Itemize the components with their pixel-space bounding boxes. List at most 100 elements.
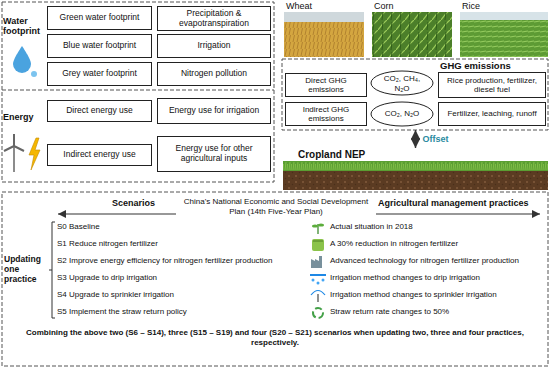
drip-icon bbox=[322, 279, 325, 282]
process-box: Energy use for other agricultural inputs bbox=[157, 136, 271, 172]
water-drop-icon bbox=[31, 71, 37, 77]
recycle-icon bbox=[313, 308, 323, 318]
seedling-icon bbox=[312, 224, 318, 227]
rice-photo bbox=[460, 12, 548, 57]
process-box: Energy use for irrigation bbox=[157, 98, 271, 124]
box-text: Irrigation bbox=[197, 41, 230, 51]
bracket bbox=[49, 222, 55, 318]
soil-strip bbox=[283, 171, 548, 190]
practice-item: Irrigation method changes to sprinkler i… bbox=[330, 290, 546, 300]
wheat-photo bbox=[284, 22, 364, 57]
corn-photo bbox=[372, 12, 452, 57]
sprinkler-icon bbox=[311, 291, 325, 296]
scenario-item: S1 Reduce nitrogen fertilizer bbox=[57, 239, 306, 249]
box-text: Energy use for irrigation bbox=[169, 106, 259, 116]
ellipse-outline bbox=[371, 71, 433, 95]
panel-divider bbox=[2, 90, 274, 91]
process-box: Irrigation bbox=[157, 34, 271, 58]
process-box: Grey water footprint bbox=[47, 62, 152, 86]
cropland-band: Cropland NEP bbox=[283, 148, 548, 190]
group-label: Updating one practice bbox=[4, 254, 50, 285]
box-text: Indirect energy use bbox=[63, 150, 135, 160]
process-box: Precipitation & evapotranspiration bbox=[157, 6, 271, 31]
plan-note: China's National Economic and Social Dev… bbox=[177, 197, 375, 216]
box-text: Indirect GHG emissions bbox=[289, 105, 363, 123]
fertilizer-icon bbox=[313, 241, 323, 242]
box-text: Nitrogen pollution bbox=[181, 69, 247, 79]
crop-label: Rice bbox=[462, 1, 546, 12]
band-heading: Cropland NEP bbox=[298, 149, 418, 161]
box-text: Blue water footprint bbox=[63, 41, 136, 51]
lightning-icon bbox=[29, 138, 40, 170]
scenario-item: S2 Improve energy efficiency for nitroge… bbox=[57, 256, 306, 266]
wheat-photo bbox=[284, 12, 364, 57]
box-text: Grey water footprint bbox=[62, 69, 137, 79]
box-text: Precipitation & evapotranspiration bbox=[161, 9, 267, 29]
water-drop-icon bbox=[13, 46, 31, 73]
scenario-item: S4 Upgrade to sprinkler irrigation bbox=[57, 290, 306, 300]
practice-item: Straw return rate changes to 50% bbox=[330, 307, 546, 317]
corn-photo bbox=[372, 12, 452, 57]
grass-strip bbox=[283, 161, 548, 171]
box-text: Rice production, fertilizer, diesel fuel bbox=[442, 76, 542, 94]
grass-strip bbox=[283, 161, 548, 171]
soil-strip bbox=[283, 171, 548, 190]
process-box: Indirect GHG emissions bbox=[285, 102, 367, 126]
section-heading: Scenarios bbox=[112, 198, 174, 209]
section-heading: GHG emissions bbox=[440, 61, 544, 72]
scenario-item: S3 Upgrade to drip irrigation bbox=[57, 273, 306, 283]
section-heading: Agricultural management practices bbox=[378, 198, 546, 209]
sprinkler-icon bbox=[317, 294, 318, 302]
box-text: Energy use for other agricultural inputs bbox=[161, 144, 267, 164]
crop-label: Wheat bbox=[286, 1, 362, 12]
edge-label: Offset bbox=[421, 134, 451, 145]
panel-outline bbox=[2, 2, 274, 182]
offset-arrow bbox=[415, 130, 416, 148]
practice-item: A 30% reduction in nitrogen fertilizer bbox=[330, 239, 546, 249]
gas-ellipse: CO₂, CH₄, N₂O bbox=[370, 70, 434, 97]
drip-icon bbox=[310, 274, 326, 276]
section-heading: Energy bbox=[3, 112, 47, 122]
section-panel: Direct energy use Energy use for irrigati… bbox=[2, 90, 274, 182]
process-box: Rice production, fertilizer, diesel fuel bbox=[438, 72, 546, 98]
header-arrow bbox=[58, 213, 176, 214]
header-arrow bbox=[376, 213, 540, 214]
box-text: Direct energy use bbox=[66, 106, 133, 116]
panel-outline bbox=[282, 59, 548, 130]
crop-label: Corn bbox=[374, 1, 450, 12]
gas-ellipse: CO₂, N₂O bbox=[370, 101, 434, 127]
ellipse-text: CO₂, CH₄, N₂O bbox=[376, 74, 428, 92]
factory-icon bbox=[311, 256, 322, 268]
fertilizer-icon bbox=[312, 239, 324, 251]
section-heading: Water footprint bbox=[3, 16, 47, 37]
rice-photo bbox=[460, 12, 548, 20]
practice-item: Advanced technology for nitrogen fertili… bbox=[330, 256, 546, 266]
summary-note: Combining the above two (S6 – S14), thre… bbox=[8, 328, 542, 347]
process-box: Blue water footprint bbox=[47, 34, 152, 58]
wheat-photo bbox=[284, 12, 364, 22]
practice-item: Actual situation in 2018 bbox=[330, 222, 546, 232]
windmill-icon bbox=[13, 146, 15, 172]
process-box: Direct energy use bbox=[47, 100, 152, 122]
scenario-item: S0 Baseline bbox=[57, 222, 306, 232]
ellipse-text: CO₂, N₂O bbox=[385, 109, 420, 118]
ellipse-outline bbox=[371, 102, 433, 126]
box-text: Direct GHG emissions bbox=[289, 76, 363, 94]
section-panel: Green water footprint Precipitation & eva… bbox=[2, 2, 274, 90]
box-text: Green water footprint bbox=[60, 13, 140, 23]
seedling-icon bbox=[318, 223, 324, 226]
drip-icon bbox=[317, 282, 320, 285]
section-panel: Direct GHG emissions CO₂, CH₄, N₂O Rice pr… bbox=[282, 59, 548, 130]
process-box: Fertilizer, leaching, runoff bbox=[438, 102, 546, 126]
process-box: Indirect energy use bbox=[47, 144, 152, 166]
process-box: Nitrogen pollution bbox=[157, 62, 271, 86]
process-box: Direct GHG emissions bbox=[285, 73, 367, 97]
drip-icon bbox=[312, 279, 315, 282]
scenario-item: S5 Implement the straw return policy bbox=[57, 307, 306, 317]
windmill-icon bbox=[4, 134, 24, 151]
practice-item: Irrigation method changes to drip irriga… bbox=[330, 273, 546, 283]
process-box: Green water footprint bbox=[47, 6, 152, 30]
rice-photo bbox=[460, 20, 548, 57]
panel-outline bbox=[2, 192, 548, 366]
